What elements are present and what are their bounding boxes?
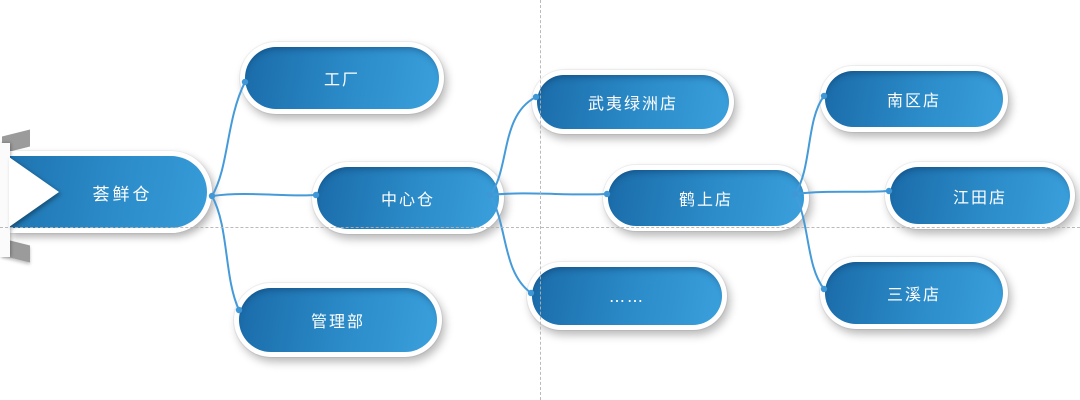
node-sanxi-store[interactable]: 三溪店 [820,257,1008,329]
node-factory[interactable]: 工厂 [240,42,444,114]
page-edge-strip [0,143,10,257]
node-label: …… [532,267,722,325]
node-label: 管理部 [239,288,437,352]
node-root-warehouse[interactable]: 荟鲜仓 [0,129,230,270]
node-heshang-store[interactable]: 鹤上店 [603,165,809,231]
node-label: 中心仓 [317,167,499,229]
node-label: 南区店 [825,71,1003,127]
node-central-warehouse[interactable]: 中心仓 [312,162,504,234]
node-label: 工厂 [245,47,439,109]
connector-heshang-jiangtian [794,190,890,195]
node-label: 三溪店 [825,262,1003,324]
node-wuyi-oasis-store[interactable]: 武夷绿洲店 [532,70,734,134]
node-admin-dept[interactable]: 管理部 [234,283,442,357]
node-label: 武夷绿洲店 [537,75,729,129]
connector-central-heshang [489,192,608,196]
chevron-right-icon [9,157,59,227]
node-label: 鹤上店 [608,170,804,226]
node-more-ellipsis[interactable]: …… [527,262,727,330]
node-label: 江田店 [890,167,1070,224]
node-nanqu-store[interactable]: 南区店 [820,66,1008,132]
vertical-guide-line [540,0,541,400]
node-jiangtian-store[interactable]: 江田店 [885,162,1075,229]
node-label: 荟鲜仓 [92,184,153,205]
